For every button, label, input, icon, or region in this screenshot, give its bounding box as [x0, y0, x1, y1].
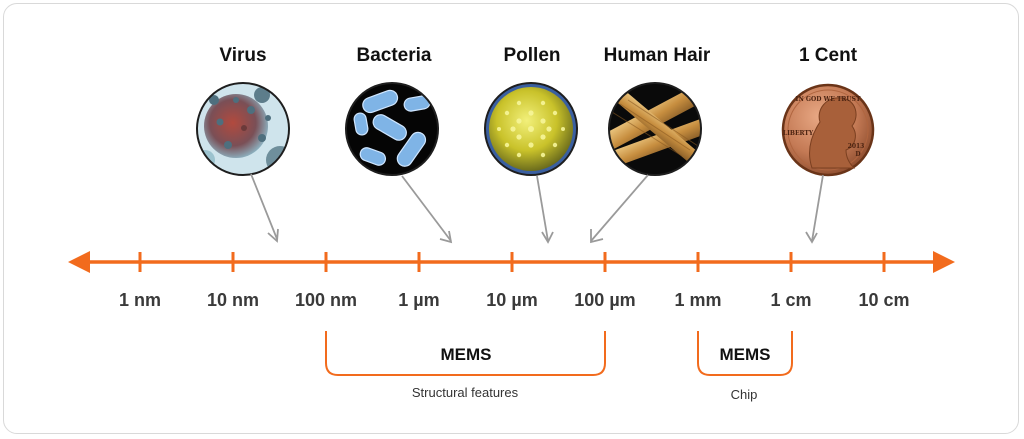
pollen-icon: [484, 82, 578, 176]
human-hair-icon: [608, 82, 702, 176]
scale-tick-label: 100 µm: [574, 290, 635, 310]
diagram-frame: [3, 3, 1019, 434]
penny-motto: IN GOD WE TRUST: [796, 96, 861, 103]
pointer-arrow-human-hair: [590, 174, 649, 244]
penny-icon: IN GOD WE TRUST LIBERTY 2013 D: [781, 83, 875, 177]
axis-right-arrowhead: [933, 251, 955, 273]
mems-label-structural: MEMS: [441, 345, 492, 364]
scale-tick-label: 1 mm: [674, 290, 721, 310]
pointer-arrow-1-cent: [805, 174, 824, 244]
mems-label-chip: MEMS: [720, 345, 771, 364]
mems-range-chip: MEMS Chip: [697, 331, 793, 402]
scale-tick-label: 100 nm: [295, 290, 357, 310]
scale-tick-label: 10 cm: [858, 290, 909, 310]
object-label-bacteria: Bacteria: [357, 45, 432, 66]
pointer-arrow-virus: [250, 173, 279, 243]
mems-range-structural: MEMS Structural features: [325, 331, 606, 400]
scale-tick-label: 10 nm: [207, 290, 259, 310]
penny-liberty: LIBERTY: [783, 130, 814, 137]
pointer-arrow-pollen: [536, 175, 554, 244]
pointer-arrows: [250, 173, 824, 244]
scale-tick-label: 1 nm: [119, 290, 161, 310]
scale-tick-label: 1 cm: [770, 290, 811, 310]
virus-icon: [196, 82, 290, 176]
axis-left-arrowhead: [68, 251, 90, 273]
mems-caption-chip: Chip: [731, 387, 758, 402]
object-label-virus: Virus: [219, 45, 266, 66]
scale-tick-label: 10 µm: [486, 290, 537, 310]
scale-tick-label: 1 µm: [398, 290, 439, 310]
penny-mint-mark: D: [855, 151, 860, 158]
mems-caption-structural: Structural features: [412, 385, 519, 400]
object-label-human-hair: Human Hair: [604, 45, 711, 66]
scale-tick-labels: 1 nm 10 nm 100 nm 1 µm 10 µm 100 µm 1 mm 1 cm 10…: [119, 290, 910, 310]
object-label-1-cent: 1 Cent: [799, 45, 858, 66]
scale-axis: [68, 251, 955, 273]
pointer-arrow-bacteria: [401, 175, 453, 244]
bacteria-icon: [345, 82, 439, 176]
penny-year: 2013: [848, 143, 865, 150]
object-label-pollen: Pollen: [503, 45, 560, 66]
